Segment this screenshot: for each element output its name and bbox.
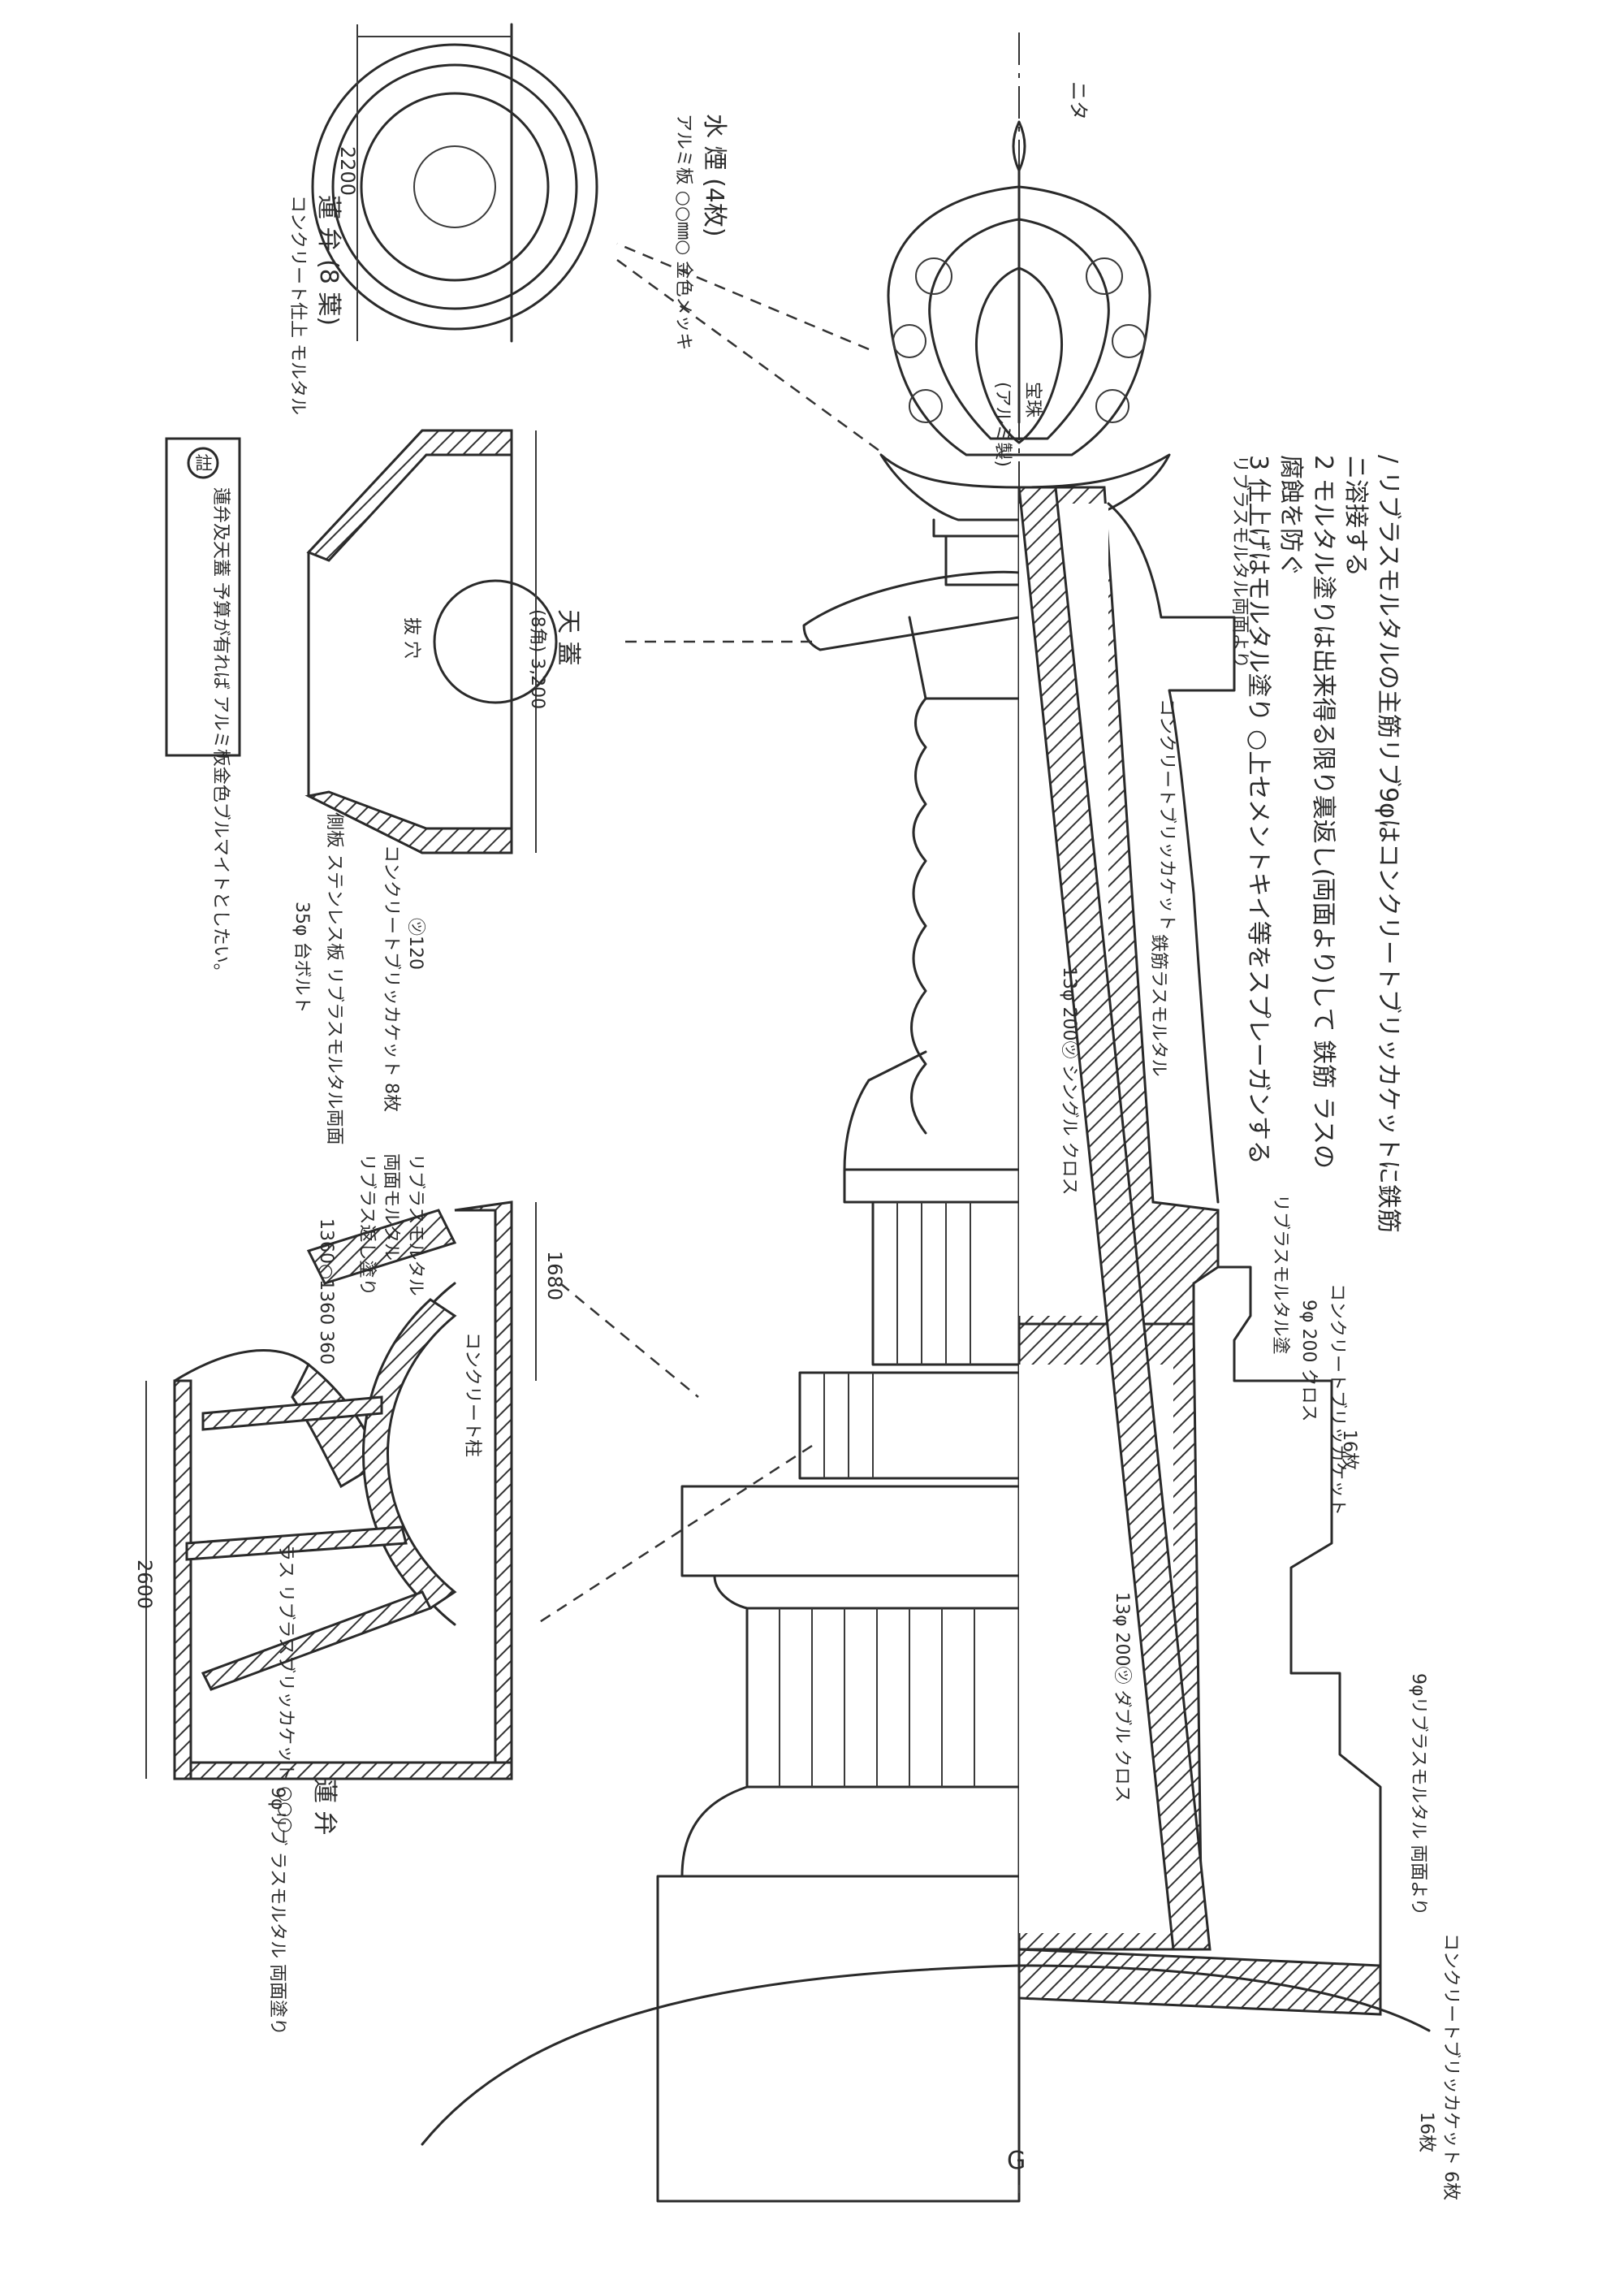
- tengai-note-4: 35φ 台ボルト: [292, 902, 312, 1014]
- footnote-mark: 註: [195, 454, 213, 474]
- finial-label-2: (アルミ製): [992, 382, 1013, 467]
- tengai-title: 天 蓋: [554, 609, 582, 666]
- note-1: / リブラスモルタルの主筋リブ9φはコンクリートブリッカケットに鉄筋: [1374, 455, 1402, 1233]
- renben-title: 蓮 弁 (8 葉): [314, 195, 343, 326]
- section-mortar-3: リブラス返し塗り: [356, 1153, 377, 1296]
- footnote-text: 蓮弁及天蓋 予算が有れば アルミ板金色ブルマイトとしたい。: [210, 487, 231, 981]
- axis-top-label: ニタ: [1067, 81, 1090, 120]
- finial-label: 宝珠: [1022, 382, 1043, 417]
- section-mortar-1: リブラスモルタル: [405, 1153, 425, 1296]
- dim-1680: 1680: [543, 1251, 566, 1300]
- lotus-base: [879, 453, 1171, 521]
- section-mortar-2: 両面モルタル: [381, 1153, 401, 1261]
- note-2: 2 モルタル塗りは出来得る限り裏返し(両面より)して 鉄筋 ラスの: [1309, 455, 1337, 1169]
- leader-suien: [616, 258, 886, 456]
- renben-section-title: 蓮 弁: [310, 1779, 339, 1836]
- note-2b: 腐蝕を防ぐ: [1276, 455, 1305, 577]
- dim-2200: 2200: [336, 146, 359, 196]
- suien-title: 水 煙 (4枚): [700, 114, 728, 237]
- concrete-col-label: コンクリート柱: [462, 1332, 482, 1457]
- lath-bracket-label: ラス リブラスブリッカケット ○○○: [275, 1543, 296, 1833]
- note-3: 3 仕上げはモルタル塗り ○上セメントキイ等をスプレーガンする: [1244, 455, 1272, 1165]
- bracket-3-label: コンクリートブリッカケット 6枚: [1440, 1933, 1461, 2200]
- tower-elevation: [656, 534, 1094, 2203]
- concrete-bracket-label: コンクリートブリッカケット: [1156, 699, 1177, 931]
- tengai-sub: (8角) 3,200: [527, 609, 547, 709]
- rebar-note-1: 鉄筋ラスモルタル: [1148, 934, 1168, 1077]
- renben-section-note: 9φリブ ラスモルタル 両面塗り: [267, 1787, 287, 2035]
- rebar-note-2: 13φ 200㋡ シングル クロス: [1059, 967, 1079, 1195]
- rib-mortar-label: リブラスモルタル塗: [1270, 1194, 1290, 1355]
- base-mound: [421, 1964, 1431, 2146]
- rib-mortar-2-label: 9φリブラスモルタル 両面より: [1408, 1673, 1428, 1916]
- tengai-inner: 抜 穴: [401, 617, 421, 659]
- rebar-note-3: 13φ 200㋡ ダブル クロス: [1112, 1592, 1132, 1802]
- suien-finial: 宝珠 (アルミ製): [887, 120, 1151, 467]
- dim-2600: 2600: [133, 1559, 156, 1609]
- renben-section-detail: 1680 2600 1360○1360 360 コンクリート柱 ラス リブラスブ…: [133, 1153, 566, 2035]
- suien-plan-detail: 2200 水 煙 (4枚) アルミ板 ○○㎜○ 金色メッキ 蓮 弁 (8 葉) …: [287, 23, 728, 415]
- side-plate-label: リブラスモルタル両面より: [1229, 455, 1250, 668]
- count-16-label: 16枚: [1339, 1430, 1359, 1470]
- leader-renben-2: [559, 1283, 699, 1398]
- renben-sub: コンクリート仕上 モルタル: [287, 195, 308, 415]
- tengai-note-2: コンクリートブリッカケット 8枚: [381, 845, 401, 1112]
- tengai-plan-detail: 天 蓋 (8角) 3,200 抜 穴 側板 ステンレス板 リブラスモルタル両面 …: [292, 429, 582, 1145]
- dim-1360: 1360○1360 360: [316, 1218, 336, 1365]
- bracket-2-sub: 9φ 200 クロス: [1298, 1300, 1319, 1422]
- leader-suien-2: [616, 242, 870, 351]
- footnote-box: 註 蓮弁及天蓋 予算が有れば アルミ板金色ブルマイトとしたい。: [165, 437, 241, 981]
- section-annotations: リブラスモルタル両面より コンクリートブリッカケット 鉄筋ラスモルタル 13φ …: [1059, 455, 1461, 2200]
- note-1b: ニ溶接する: [1341, 455, 1370, 577]
- suien-sub: アルミ板 ○○㎜○ 金色メッキ: [673, 114, 693, 350]
- count-16b-label: 16枚: [1416, 2112, 1436, 2152]
- bracket-2-label: コンクリートブリッカケット: [1327, 1283, 1347, 1516]
- tengai-note-1: 側板 ステンレス板 リブラスモルタル両面: [324, 812, 344, 1145]
- leader-renben: [535, 1444, 813, 1626]
- general-notes: / リブラスモルタルの主筋リブ9φはコンクリートブリッカケットに鉄筋 ニ溶接する…: [1244, 455, 1402, 1233]
- tower-section: [1017, 486, 1382, 2016]
- center-mark: G: [1007, 2147, 1026, 2175]
- tengai-note-3: ㋡120: [405, 918, 425, 970]
